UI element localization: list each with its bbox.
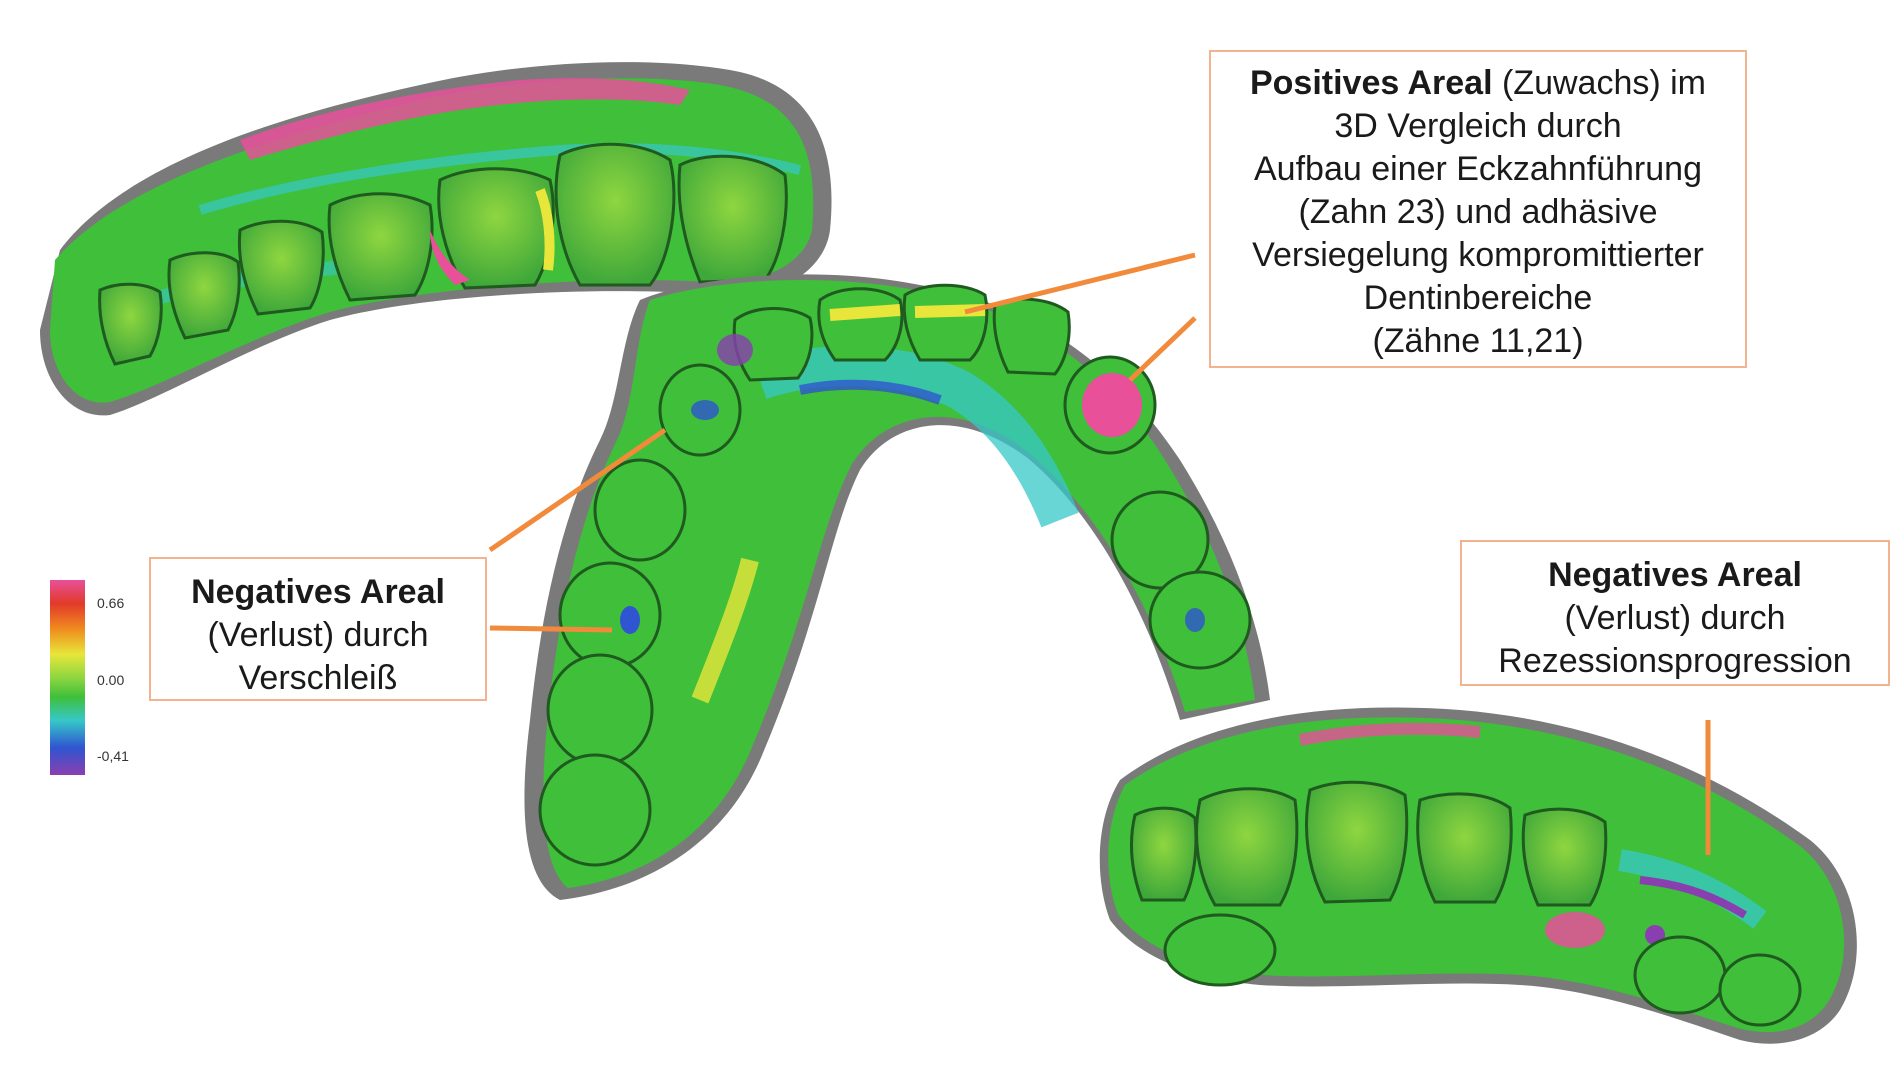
color-scale-bar [50,580,85,775]
leader-wear-upper [488,427,667,553]
leader-lines [488,252,1711,855]
callout-positive-line5: Versiegelung kompromittierter [1252,236,1704,274]
palatal-arch-center-view [524,274,1270,900]
scale-max-label: 0.66 [97,595,125,611]
callout-positive-line6: Dentinbereiche [1363,279,1593,317]
callout-positive-line7: (Zähne 11,21) [1372,322,1584,360]
callout-wear-title: Negatives Areal [191,573,445,611]
scale-mid-label: 0.00 [97,672,125,688]
callout-negative-recession: Negatives Areal (Verlust) durch Rezessio… [1460,540,1890,686]
callout-negative-wear: Negatives Areal (Verlust) durch Verschle… [149,557,487,701]
callout-recession-line3: Rezessionsprogression [1498,642,1852,680]
upper-arch-left-view [40,62,832,416]
leader-wear-molar [489,625,613,633]
leader-positive-canine [1128,316,1197,382]
callout-positive-line1-rest: (Zuwachs) im [1492,64,1706,102]
callout-positive-line2: 3D Vergleich durch [1334,107,1622,145]
callout-positive-line4: (Zahn 23) und adhäsive [1298,193,1658,231]
callout-wear-line2: (Verlust) durch [207,616,429,654]
scale-min-label: -0,41 [97,748,129,764]
callout-wear-line3: Verschleiß [238,659,398,697]
callout-positive-line1: Positives Areal (Zuwachs) im [1225,62,1731,105]
callout-recession-line2: (Verlust) durch [1564,599,1786,637]
callout-positive-area: Positives Areal (Zuwachs) im 3D Vergleic… [1209,50,1747,368]
callout-positive-title: Positives Areal [1249,64,1493,102]
callout-positive-line3: Aufbau einer Eckzahnführung [1254,150,1702,188]
upper-arch-right-view [1099,707,1857,1044]
leader-positive-incisors [964,252,1196,315]
callout-recession-title: Negatives Areal [1548,556,1802,594]
